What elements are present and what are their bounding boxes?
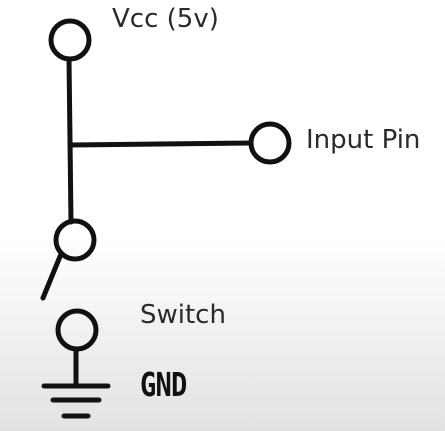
switch-label: Switch xyxy=(140,300,226,330)
switch-lever xyxy=(40,251,64,301)
vcc-label: Vcc (5v) xyxy=(112,4,219,34)
vcc-terminal xyxy=(48,18,92,62)
input-pin-terminal xyxy=(248,121,292,165)
input-pin-label: Input Pin xyxy=(306,125,421,155)
gnd-label: GND xyxy=(140,365,187,404)
input-wire xyxy=(67,140,254,148)
vcc-wire xyxy=(66,56,74,225)
switch-upper-contact xyxy=(53,218,97,262)
switch-lower-contact xyxy=(55,308,99,352)
